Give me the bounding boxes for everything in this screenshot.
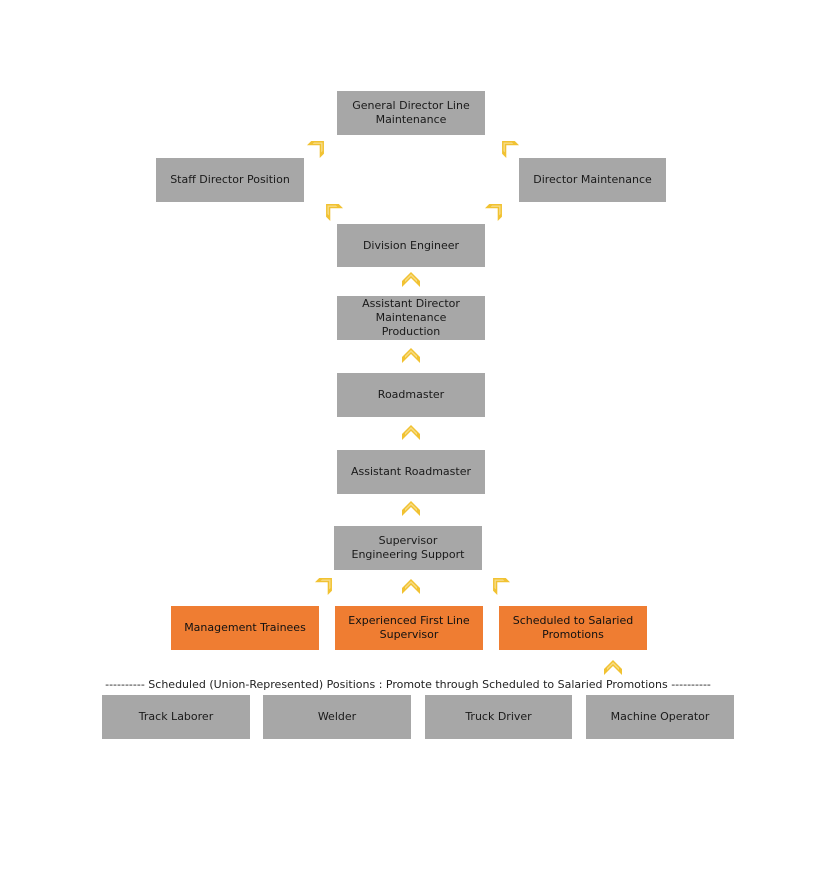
general-director-label: General Director Line Maintenance xyxy=(352,99,470,126)
division-engineer-label: Division Engineer xyxy=(362,238,460,252)
machine-operator-box: Machine Operator xyxy=(586,695,734,739)
chevron-up-double-icon xyxy=(502,141,520,159)
roadmaster-box: Roadmaster xyxy=(337,373,485,417)
experienced-first-line-box: Experienced First Line Supervisor xyxy=(335,606,483,650)
general-director-box: General Director Line Maintenance xyxy=(337,91,485,135)
management-trainees-box: Management Trainees xyxy=(171,606,319,650)
chevron-up-double-icon xyxy=(493,578,511,596)
truck-driver-label: Truck Driver xyxy=(465,710,532,723)
chevron-up-double-icon xyxy=(484,204,502,222)
roadmaster-label: Roadmaster xyxy=(377,388,445,401)
assistant-director-box: Assistant Director Maintenance Productio… xyxy=(337,296,485,340)
truck-driver-box: Truck Driver xyxy=(425,695,572,739)
chevron-up-double-icon xyxy=(306,141,324,159)
chevron-up-double-icon xyxy=(402,425,420,440)
management-trainees-label: Management Trainees xyxy=(184,621,306,634)
union-positions-divider: ---------- Scheduled (Union-Represented)… xyxy=(105,678,711,691)
scheduled-salaried-label: Scheduled to Salaried Promotions xyxy=(512,614,634,641)
experienced-first-line-label: Experienced First Line Supervisor xyxy=(348,614,470,641)
welder-label: Welder xyxy=(317,710,357,723)
scheduled-salaried-box: Scheduled to Salaried Promotions xyxy=(499,606,647,650)
welder-box: Welder xyxy=(263,695,411,739)
supervisor-engineering-box: Supervisor Engineering Support xyxy=(334,526,482,570)
director-maintenance-label: Director Maintenance xyxy=(533,173,652,186)
staff-director-box: Staff Director Position xyxy=(156,158,304,202)
director-maintenance-box: Director Maintenance xyxy=(519,158,666,202)
staff-director-label: Staff Director Position xyxy=(170,173,290,186)
supervisor-engineering-label: Supervisor Engineering Support xyxy=(351,534,465,561)
chevron-up-double-icon xyxy=(402,501,420,516)
chevron-up-double-icon xyxy=(604,660,622,675)
chevron-up-double-icon xyxy=(402,272,420,287)
assistant-roadmaster-label: Assistant Roadmaster xyxy=(350,465,471,478)
assistant-roadmaster-box: Assistant Roadmaster xyxy=(337,450,485,494)
division-engineer-box: Division Engineer xyxy=(337,224,485,267)
chevron-up-double-icon xyxy=(402,348,420,363)
track-laborer-box: Track Laborer xyxy=(102,695,250,739)
chevron-up-double-icon xyxy=(314,578,332,596)
chevron-up-double-icon xyxy=(326,204,344,222)
machine-operator-label: Machine Operator xyxy=(610,710,710,723)
track-laborer-label: Track Laborer xyxy=(138,710,214,723)
chevron-up-double-icon xyxy=(402,579,420,594)
assistant-director-label: Assistant Director Maintenance Productio… xyxy=(362,297,460,338)
